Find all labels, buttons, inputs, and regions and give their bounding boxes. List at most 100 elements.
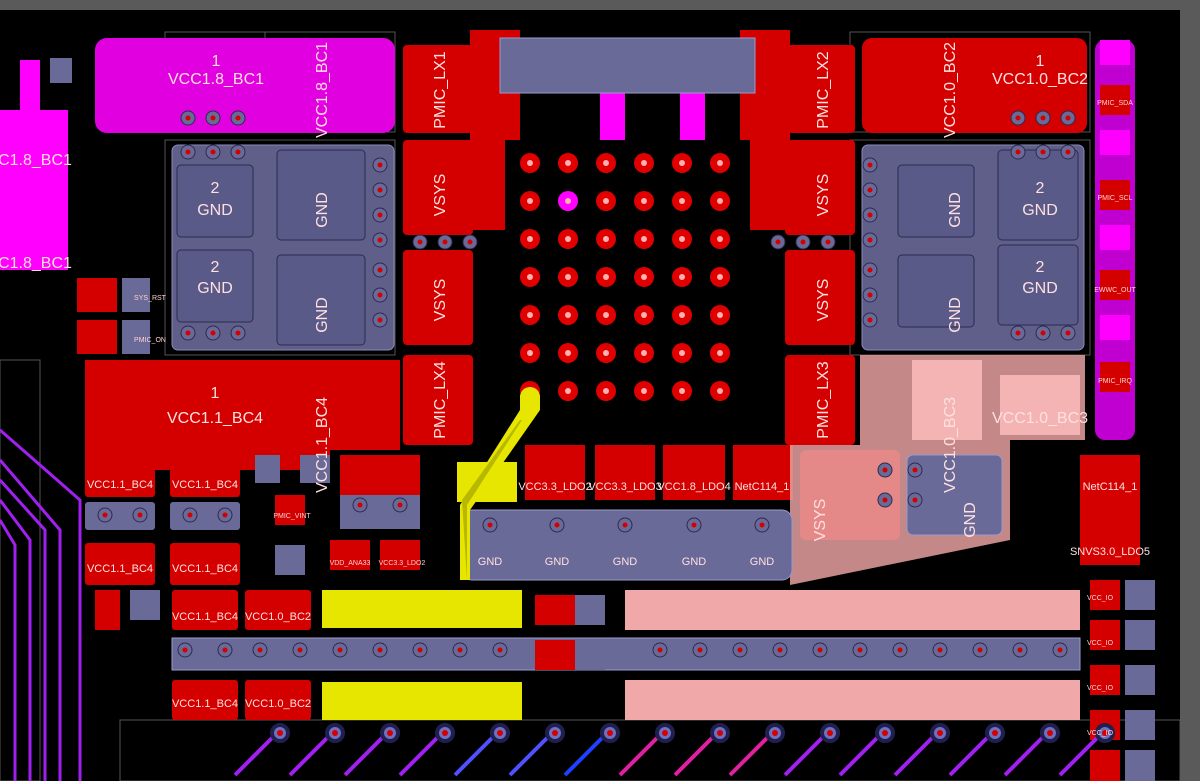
bga-ball-center — [527, 236, 533, 242]
bga-ball-center — [565, 274, 571, 280]
label-pmic-lx1: PMIC_LX1 — [432, 51, 449, 128]
label-gnd-rot: GND — [314, 192, 331, 228]
via-hole — [417, 647, 423, 653]
via-hole — [867, 187, 873, 193]
label-pmic-lx2: PMIC_LX2 — [815, 51, 832, 128]
via-hole — [937, 647, 943, 653]
via-hole — [1065, 330, 1071, 336]
purple-traces-left — [0, 428, 82, 781]
bga-ball-center — [641, 388, 647, 394]
label-vcc10-bc3: VCC1.0_BC3 — [992, 410, 1088, 427]
bga-ball-center — [641, 160, 647, 166]
via-hole — [912, 497, 918, 503]
bga-ball-center — [527, 274, 533, 280]
via-hole — [1065, 149, 1071, 155]
bga-ball-center — [565, 312, 571, 318]
bga-ball-center — [565, 236, 571, 242]
label-num: 1 — [211, 385, 220, 402]
via-hole — [737, 647, 743, 653]
label-num: 2 — [1036, 259, 1045, 276]
label-num: 1 — [1036, 53, 1045, 70]
label-gnd: GND — [197, 280, 233, 297]
label-pmic-sda: PMIC_SDA — [1097, 100, 1133, 107]
via-hole — [457, 647, 463, 653]
label-vcc-io: VCC_IO — [1087, 685, 1114, 692]
board-edge-top — [0, 0, 1200, 10]
label-vcc11-bc4: VCC1.1_BC4 — [172, 479, 238, 491]
label-pmic-scl: PMIC_SCL — [1097, 195, 1132, 202]
label-pmic-on: PMIC_ON — [134, 337, 166, 344]
label-gnd: GND — [682, 556, 707, 568]
bga-ball-center — [603, 160, 609, 166]
small-caps-red — [77, 278, 1120, 781]
via-hole — [607, 730, 613, 736]
bga-ball-center — [641, 198, 647, 204]
via-hole — [1040, 330, 1046, 336]
label-gnd: GND — [197, 202, 233, 219]
bga-ball-center — [603, 236, 609, 242]
label-gnd-rot: GND — [947, 192, 964, 228]
board-edge-right — [1180, 10, 1200, 781]
via-hole — [210, 149, 216, 155]
via-hole — [377, 647, 383, 653]
via-hole — [387, 730, 393, 736]
bga-ball-center — [565, 388, 571, 394]
via-hole — [497, 730, 503, 736]
via-hole — [185, 330, 191, 336]
bga-ball-center — [679, 312, 685, 318]
via-hole — [882, 467, 888, 473]
via-hole — [1047, 730, 1053, 736]
label-gnd-rot: GND — [314, 297, 331, 333]
label-ewwc-out: EWWC_OUT — [1094, 287, 1136, 294]
via-hole — [377, 292, 383, 298]
bga-ball-center — [641, 236, 647, 242]
via-hole — [552, 730, 558, 736]
label-snvs30-ldo5: SNVS3.0_LDO5 — [1070, 546, 1150, 558]
via-hole — [912, 467, 918, 473]
via-hole — [377, 212, 383, 218]
via-hole — [662, 730, 668, 736]
label-sys-rst: SYS_RST — [134, 295, 167, 302]
label-left-top: C1.8_BC1 — [0, 152, 72, 169]
bga-ball-center — [565, 198, 571, 204]
label-pmic-lx4: PMIC_LX4 — [432, 361, 449, 438]
bga-ball-center — [679, 274, 685, 280]
label-vcc-io: VCC_IO — [1087, 595, 1114, 602]
via-hole — [691, 522, 697, 528]
via-hole — [857, 647, 863, 653]
bga-ball-center — [717, 236, 723, 242]
right-red-pads — [1100, 85, 1130, 392]
via-hole — [992, 730, 998, 736]
via-hole — [257, 647, 263, 653]
label-vsys-3: VSYS — [815, 174, 832, 217]
bga-ball-center — [603, 388, 609, 394]
bga-ball-center — [527, 312, 533, 318]
label-vcc18-ldo4: VCC1.8_LDO4 — [657, 481, 730, 493]
via-hole — [210, 330, 216, 336]
via-hole — [867, 292, 873, 298]
label-netc114: NetC114_1 — [735, 481, 790, 493]
via-hole — [867, 267, 873, 273]
label-vcc10-bc3-rot: VCC1.0_BC3 — [942, 397, 959, 493]
via-hole — [497, 647, 503, 653]
via-hole — [357, 502, 363, 508]
via-hole — [1040, 149, 1046, 155]
via-hole — [882, 497, 888, 503]
via-hole — [825, 239, 831, 245]
via-hole — [697, 647, 703, 653]
via-hole — [775, 239, 781, 245]
via-hole — [442, 239, 448, 245]
label-pmic-lx3: PMIC_LX3 — [815, 361, 832, 438]
label-vsys-2: VSYS — [432, 279, 449, 322]
via-hole — [800, 239, 806, 245]
bga-ball-center — [717, 160, 723, 166]
via-hole — [337, 647, 343, 653]
bga-ball-center — [603, 312, 609, 318]
bga-ball-center — [565, 160, 571, 166]
via-hole — [867, 317, 873, 323]
via-hole — [277, 730, 283, 736]
via-hole — [657, 647, 663, 653]
red-copper-pours — [85, 30, 1140, 565]
label-vcc11-bc4: VCC1.1_BC4 — [87, 479, 153, 491]
